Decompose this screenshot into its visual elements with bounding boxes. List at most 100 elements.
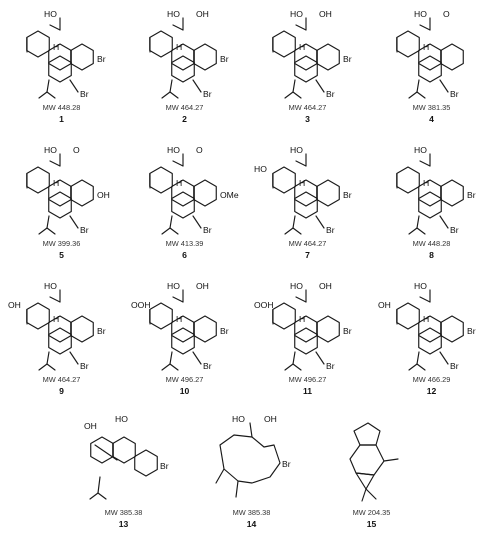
hydroxyl-label: HO	[44, 9, 57, 19]
isopropyl-bond	[169, 215, 173, 229]
methyl-bond	[295, 296, 307, 303]
gem-dimethyl-bond	[361, 488, 367, 502]
compound-number: 9	[59, 386, 64, 396]
isopropyl-bond	[97, 476, 101, 494]
right-substituent-label: Br	[220, 326, 229, 336]
hydrogen-label: H	[423, 314, 429, 324]
methyl-bond	[49, 24, 61, 31]
isopropyl-branch	[169, 227, 179, 235]
bromine-label: Br	[326, 89, 335, 99]
right-substituent-label: Br	[467, 326, 476, 336]
molecular-weight: MW 466.29	[412, 375, 451, 384]
gem-dimethyl-bond	[365, 488, 377, 500]
hydroxyl-label: HO	[167, 281, 180, 291]
extra-substituent-label: OOH	[254, 300, 274, 310]
bromine-label: Br	[450, 89, 459, 99]
molecular-weight: MW 413.39	[165, 239, 204, 248]
ring-a	[396, 30, 420, 58]
bromomethyl-bond	[439, 79, 449, 93]
compound-number: 14	[246, 519, 257, 529]
molecular-weight: MW 204.35	[352, 508, 391, 517]
ring-d	[193, 179, 217, 207]
ring-c	[171, 55, 195, 83]
compound-number: 12	[426, 386, 437, 396]
methylene-bond	[383, 458, 399, 462]
compound-number: 3	[305, 114, 310, 124]
molecular-weight: MW 496.27	[288, 375, 327, 384]
extra-substituent-label: OH	[378, 300, 391, 310]
bromine-label: Br	[282, 459, 291, 469]
ring-d	[440, 43, 464, 71]
ketone-or-hydroxyl-label: OH	[196, 281, 209, 291]
ring-c	[418, 55, 442, 83]
ketone-or-hydroxyl-label: O	[73, 145, 80, 155]
methyl-bond	[172, 296, 184, 303]
hydroxyl-label: HO	[44, 281, 57, 291]
compound-number: 6	[182, 250, 187, 260]
isopropyl-branch	[416, 91, 426, 99]
isopropyl-branch	[38, 91, 48, 99]
methyl-bond	[419, 24, 431, 31]
isopropyl-branch	[408, 363, 418, 371]
ring-c	[171, 327, 195, 355]
molecular-weight: MW 448.28	[412, 239, 451, 248]
isopropyl-branch	[292, 91, 302, 99]
bromomethyl-bond	[439, 215, 449, 229]
hydroxyl-label: HO	[414, 281, 427, 291]
ring-c	[48, 327, 72, 355]
ring-a	[149, 302, 173, 330]
molecular-weight: MW 381.35	[412, 103, 451, 112]
isopropyl-branch	[38, 363, 48, 371]
isopropyl-branch	[408, 91, 418, 99]
ring-a	[272, 166, 296, 194]
ketone-or-hydroxyl-label: O	[443, 9, 450, 19]
macrocycle	[219, 434, 281, 484]
methyl-bond	[49, 296, 61, 303]
molecular-weight: MW 464.27	[42, 375, 81, 384]
exo-methylene-bond	[215, 468, 225, 484]
right-substituent-label: OMe	[220, 190, 239, 200]
ring-d	[70, 179, 94, 207]
ring-c	[418, 327, 442, 355]
hydroxyl-label: HO	[44, 145, 57, 155]
methyl-bond	[172, 24, 184, 31]
isopropyl-bond	[46, 351, 50, 365]
right-substituent-label: Br	[343, 54, 352, 64]
right-substituent-label: Br	[343, 190, 352, 200]
methyl-bond	[295, 160, 307, 167]
hydroxyl-label: HO	[167, 9, 180, 19]
hydrogen-label: H	[423, 42, 429, 52]
compound-number: 15	[366, 519, 377, 529]
bromine-label: Br	[326, 225, 335, 235]
ring-a	[396, 166, 420, 194]
bromine-label: Br	[160, 461, 169, 471]
compound-number: 13	[118, 519, 129, 529]
isopropyl-branch	[416, 227, 426, 235]
isopropyl-bond	[416, 215, 420, 229]
ring-d	[193, 315, 217, 343]
methyl-bond	[172, 160, 184, 167]
bromine-label: Br	[326, 361, 335, 371]
isopropyl-branch	[284, 91, 294, 99]
hydrogen-label: H	[423, 178, 429, 188]
right-substituent-label: Br	[220, 54, 229, 64]
compound-number: 10	[179, 386, 190, 396]
extra-substituent-label: OOH	[131, 300, 151, 310]
hydroxyl-label: HO	[167, 145, 180, 155]
hydrogen-label: H	[299, 42, 305, 52]
isopropyl-branch	[284, 363, 294, 371]
isopropyl-branch	[292, 363, 302, 371]
isopropyl-bond	[292, 79, 296, 93]
methyl-bond	[419, 296, 431, 303]
ring-d	[70, 43, 94, 71]
